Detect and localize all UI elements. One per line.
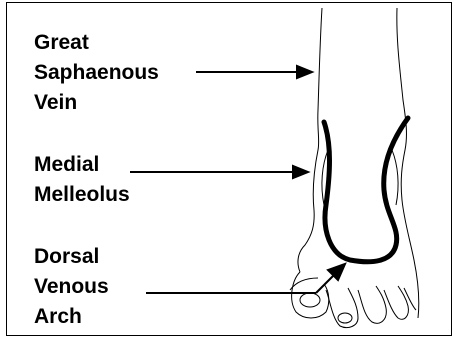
arrowhead-great-saphaenous-vein [297, 66, 312, 78]
label-medial-melleolus: Medial Melleolus [34, 150, 130, 210]
arrowhead-medial-melleolus [293, 166, 308, 178]
leg-outline [298, 8, 419, 318]
toes-outline [290, 272, 416, 328]
label-dorsal-venous-arch: Dorsal Venous Arch [34, 242, 109, 332]
label-great-saphaenous-vein: Great Saphaenous Vein [34, 28, 159, 118]
pointer-arrows [130, 66, 345, 293]
venous-arch-path [324, 118, 408, 262]
